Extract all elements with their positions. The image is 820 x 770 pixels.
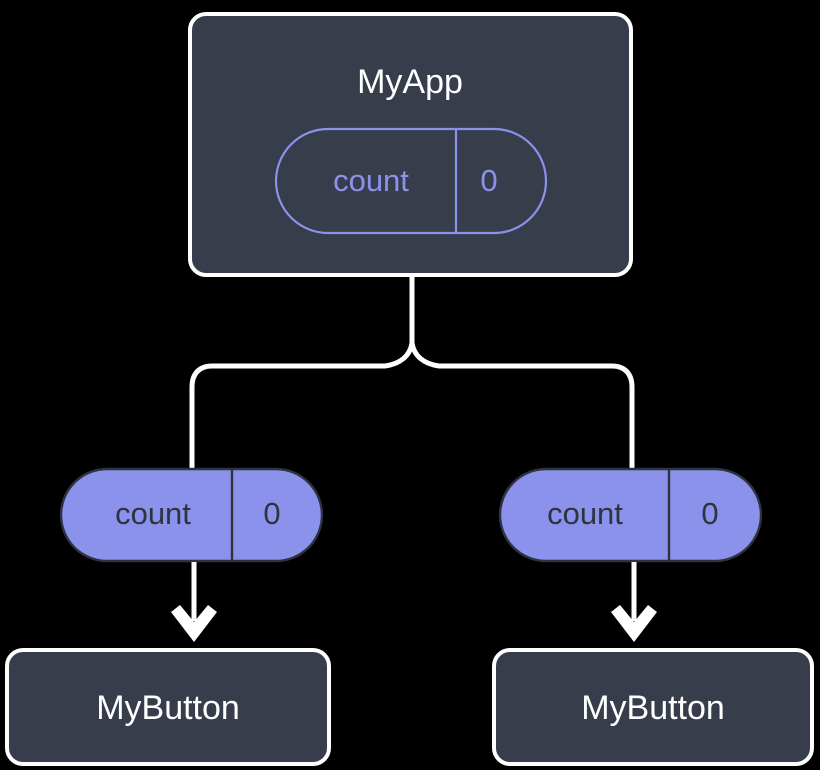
mybutton-right-card-body[interactable] <box>492 648 814 766</box>
myapp-pill-value: 0 <box>480 163 497 198</box>
right-pill-value: 0 <box>701 496 718 531</box>
node-mybutton-left[interactable]: MyButton <box>5 648 331 766</box>
myapp-pill-key: count <box>333 163 409 198</box>
connector-group <box>189 277 635 470</box>
right-pill-body[interactable] <box>498 467 763 563</box>
left-pill-body[interactable] <box>59 467 324 563</box>
connector-branch-left <box>189 342 415 470</box>
node-myapp[interactable]: MyApp count 0 <box>188 12 633 277</box>
arrow-left-head <box>171 605 217 642</box>
myapp-pill-body[interactable] <box>274 127 548 235</box>
mybutton-left-title: MyButton <box>96 689 240 727</box>
connector-branch-right <box>409 342 635 470</box>
myapp-state-pill[interactable]: count 0 <box>274 127 548 235</box>
mybutton-right-title: MyButton <box>581 689 725 727</box>
left-pill-key: count <box>115 496 191 531</box>
mybutton-left-card-body[interactable] <box>5 648 331 766</box>
arrow-right-head <box>611 605 657 642</box>
arrow-left <box>171 562 217 642</box>
right-pill-key: count <box>547 496 623 531</box>
myapp-title: MyApp <box>357 63 463 101</box>
node-mybutton-right[interactable]: MyButton <box>492 648 814 766</box>
myapp-card-body[interactable] <box>188 12 633 277</box>
arrow-right <box>611 562 657 642</box>
right-state-pill[interactable]: count 0 <box>498 467 763 563</box>
left-state-pill[interactable]: count 0 <box>59 467 324 563</box>
left-pill-value: 0 <box>263 496 280 531</box>
